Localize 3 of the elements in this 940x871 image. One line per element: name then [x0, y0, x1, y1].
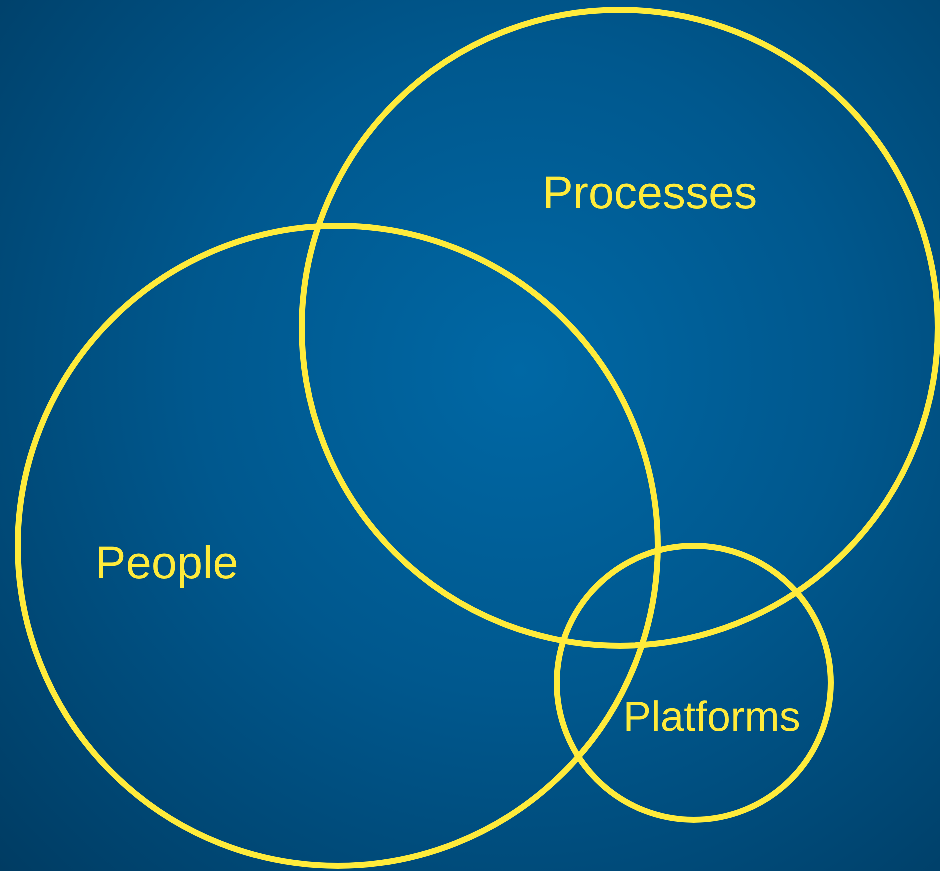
- circle-label: Processes: [542, 166, 758, 220]
- circle-label: Platforms: [623, 692, 801, 742]
- circle-label: People: [95, 536, 239, 590]
